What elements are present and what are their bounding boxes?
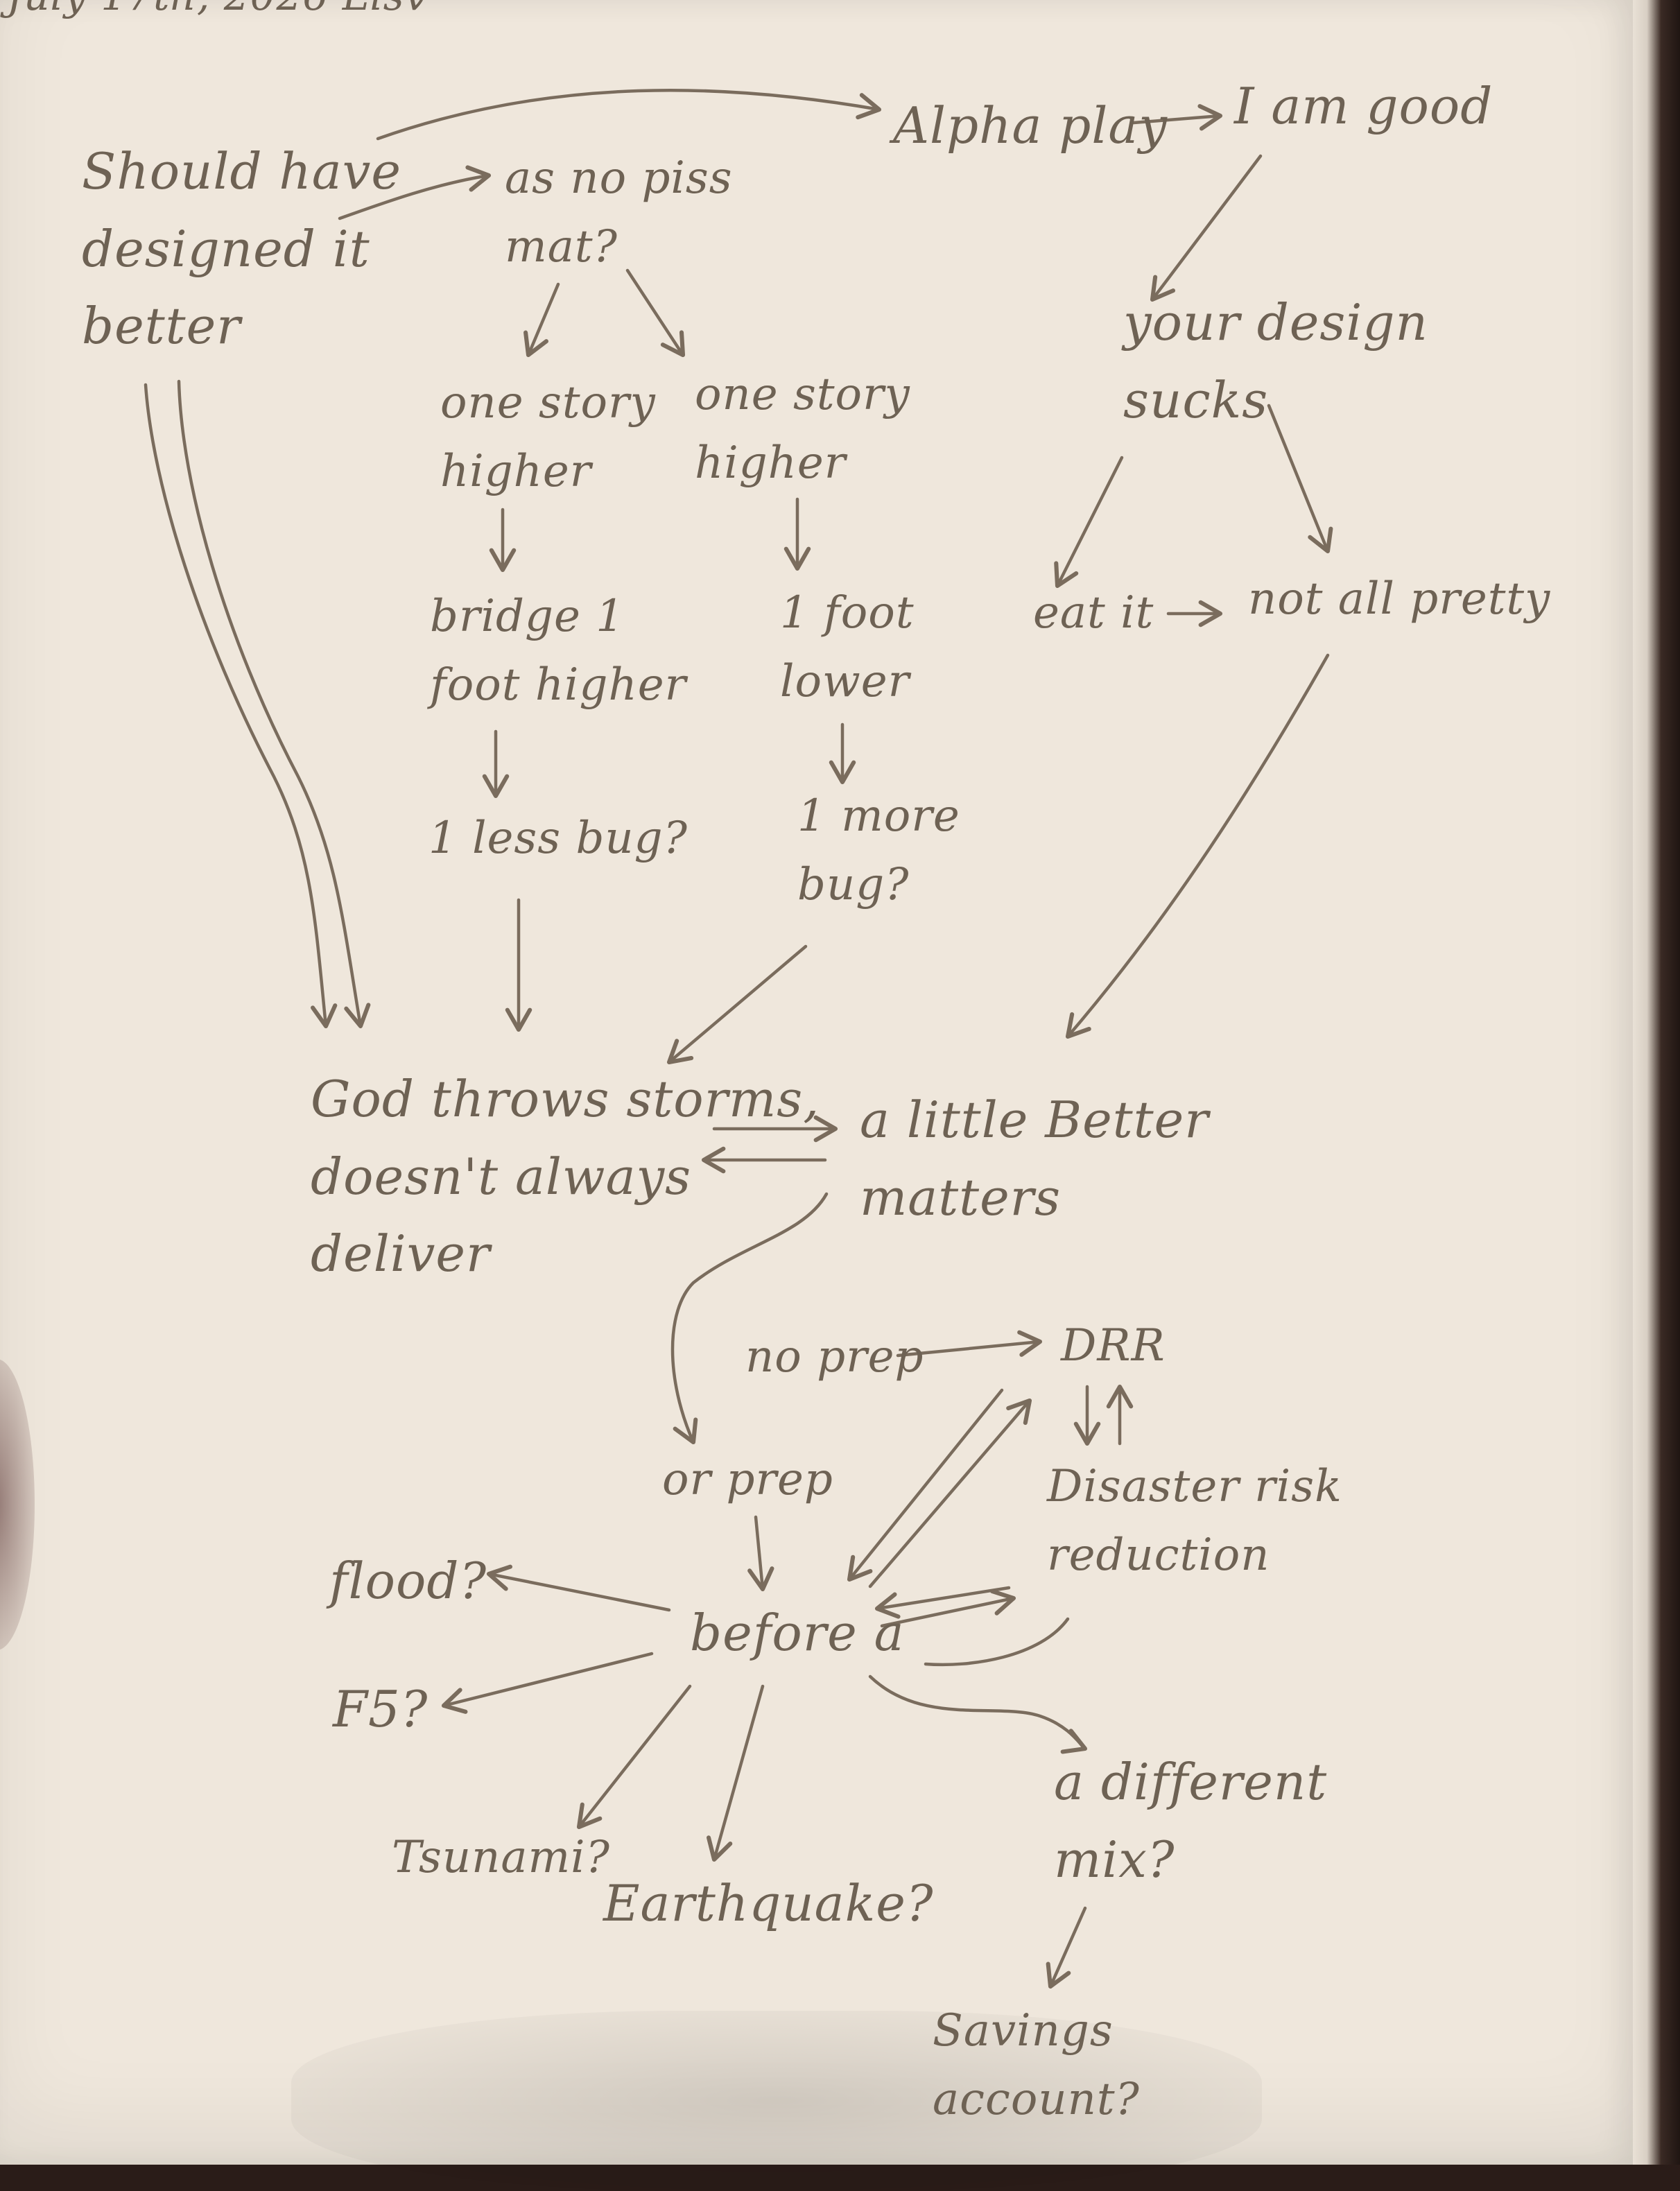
node-one-less-bug: 1 less bug? [428,813,688,864]
page-edge [1633,0,1680,2165]
arrow-morebug-to-god [666,944,808,1065]
page-shadow [291,2011,1262,2191]
arrow-pretty-to-better [1065,653,1330,1039]
arrow-good-to-sucks [1150,154,1263,302]
node-not-all-pretty: not all pretty [1248,573,1551,625]
arrow-sucks-to-eat [1054,456,1124,589]
node-one-story-higher-left: one story higher [440,377,656,498]
node-god-throws-storms: God throws storms, doesn't always delive… [311,1070,820,1283]
node-earthquake: Earthquake? [603,1874,934,1932]
arrow-before-to-tsunami [576,1684,692,1830]
node-one-story-higher-right: one story higher [695,369,910,490]
node-f5: F5? [333,1680,428,1738]
arrow-before-to-flood [486,1564,671,1612]
arrow-before-to-disaster [880,1588,1016,1628]
node-tsunami: Tsunami? [392,1832,610,1883]
node-as-no-piss: as no piss mat? [505,153,733,273]
arrow-before-to-mix [868,1674,1088,1754]
node-disaster-risk-reduction: Disaster risk reduction [1047,1461,1342,1582]
arrow-before-to-drr [868,1398,1032,1588]
arrow-mix-tail [924,1617,1070,1667]
node-i-am-good: I am good [1234,77,1493,135]
node-bridge-foot-higher: bridge 1 foot higher [430,591,687,711]
node-alpha-play: Alpha play [893,96,1168,155]
arrow-before-to-f5 [441,1652,654,1714]
date-header: July 17th, 2026 Lisv [7,0,428,28]
node-drr: DRR [1061,1320,1166,1371]
arrow-should-to-nopiss [338,165,492,220]
node-before-a: before a [690,1604,905,1662]
node-a-little-better: a little Better matters [860,1091,1209,1227]
notebook-page: July 17th, 2026 Lisv Should have designe… [0,0,1636,2191]
node-savings-account: Savings account? [933,2005,1140,2126]
node-one-more-bug: 1 more bug? [797,790,960,911]
node-flood: flood? [329,1552,487,1610]
node-your-design-sucks: your design sucks [1123,293,1428,429]
arrow-sucks-to-pretty [1267,404,1333,554]
arrow-mix-to-savings [1046,1906,1087,1989]
arrow-nopiss-to-left [523,282,560,358]
arrow-better-to-orprep [670,1192,829,1445]
arrow-noprep-to-drr [896,1330,1043,1358]
arrow-orprep-to-before [747,1515,774,1592]
arrow-should-to-god-b [177,379,371,1029]
node-or-prep: or prep [662,1454,833,1505]
arrow-alpha-to-good [1132,104,1223,131]
arrow-layer [144,88,1333,1989]
node-no-prep: no prep [745,1331,924,1383]
arrow-before-to-earthquake [707,1684,765,1862]
node-a-different-mix: a different mix? [1054,1753,1328,1889]
arrow-disaster-to-before [874,1586,1011,1619]
arrow-should-to-alpha [376,88,882,141]
arrow-should-to-god-a [144,383,338,1029]
arrow-nopiss-to-right [625,268,686,358]
arrow-drr-to-before [847,1388,1004,1582]
node-eat-it: eat it [1033,587,1154,639]
node-should-have: Should have designed it better [82,142,401,356]
node-one-foot-lower: 1 foot lower [780,587,915,708]
